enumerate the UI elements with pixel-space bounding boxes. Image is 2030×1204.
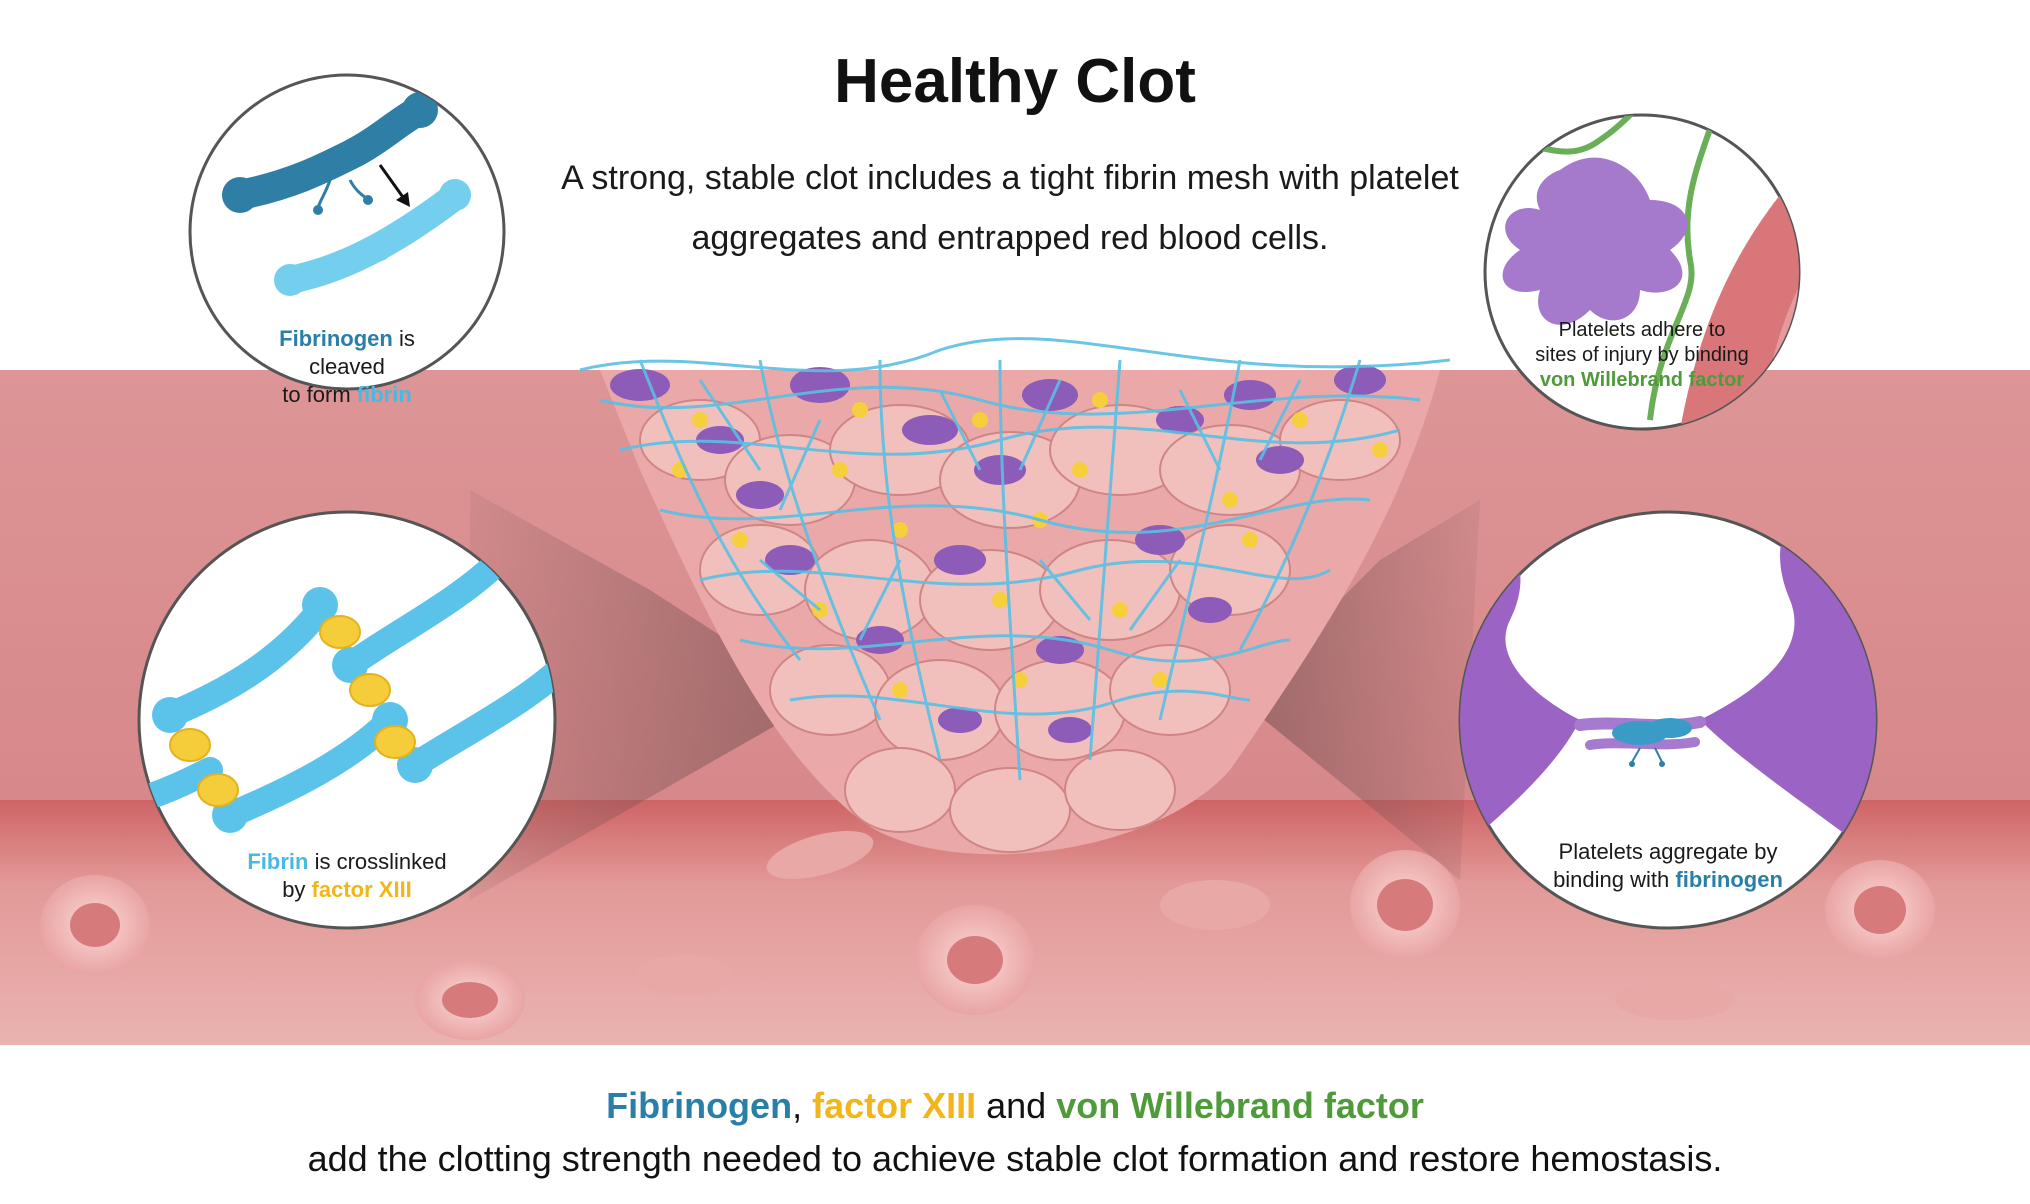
factor-xiii-link	[319, 615, 361, 649]
caption-text: to form	[282, 382, 357, 407]
footer-separator: ,	[792, 1085, 813, 1126]
footer-summary: Fibrinogen, factor XIII and von Willebra…	[0, 1085, 2030, 1127]
panel-fibrin-crosslinked	[137, 510, 557, 930]
cleave-arrow-icon	[378, 164, 407, 201]
fibrinogen-molecule	[222, 177, 258, 213]
caption-text: sites of injury by binding	[1535, 344, 1749, 366]
caption-text: by	[282, 877, 312, 902]
caption-platelet-aggregation: Platelets aggregate by binding with fibr…	[1518, 838, 1818, 894]
caption-term: von Willebrand factor	[1539, 369, 1745, 391]
page-subtitle: A strong, stable clot includes a tight f…	[561, 159, 1459, 257]
magnifier-cone-left	[470, 490, 820, 900]
caption-text: binding with	[1553, 867, 1676, 892]
caption-text: Platelets adhere to	[1558, 319, 1726, 341]
caption-term: fibrinogen	[1675, 867, 1783, 892]
caption-text: is crosslinked	[308, 849, 447, 874]
caption-term: Fibrinogen	[279, 326, 393, 351]
footer-separator: and	[976, 1085, 1057, 1126]
footer-description: add the clotting strength needed to achi…	[307, 1138, 1723, 1179]
caption-term: fibrin	[356, 382, 412, 407]
caption-text: Platelets aggregate by	[1558, 839, 1778, 864]
platelet-icon	[1502, 157, 1688, 325]
caption-platelet-adhesion: Platelets adhere to sites of injury by b…	[1512, 318, 1772, 393]
panel-platelet-aggregation	[1458, 510, 1878, 930]
caption-term: factor XIII	[311, 877, 412, 902]
panel-fibrinogen-cleaved	[188, 73, 506, 391]
magnifier-cone-right	[1240, 500, 1480, 880]
caption-term: Fibrin	[247, 849, 309, 874]
caption-fibrin-crosslinked: Fibrin is crosslinked by factor XIII	[237, 848, 457, 904]
fibrin-molecule	[274, 264, 306, 296]
caption-fibrinogen-cleaved: Fibrinogen is cleaved to form fibrin	[247, 325, 447, 409]
footer-term-fibrinogen: Fibrinogen	[606, 1085, 793, 1126]
footer-term-vwf: von Willebrand factor	[1056, 1085, 1424, 1126]
clot	[579, 337, 1451, 855]
footer-term-factor-xiii: factor XIII	[812, 1085, 977, 1126]
page-title: Healthy Clot	[834, 47, 1196, 116]
caption-text: is cleaved	[309, 326, 415, 379]
